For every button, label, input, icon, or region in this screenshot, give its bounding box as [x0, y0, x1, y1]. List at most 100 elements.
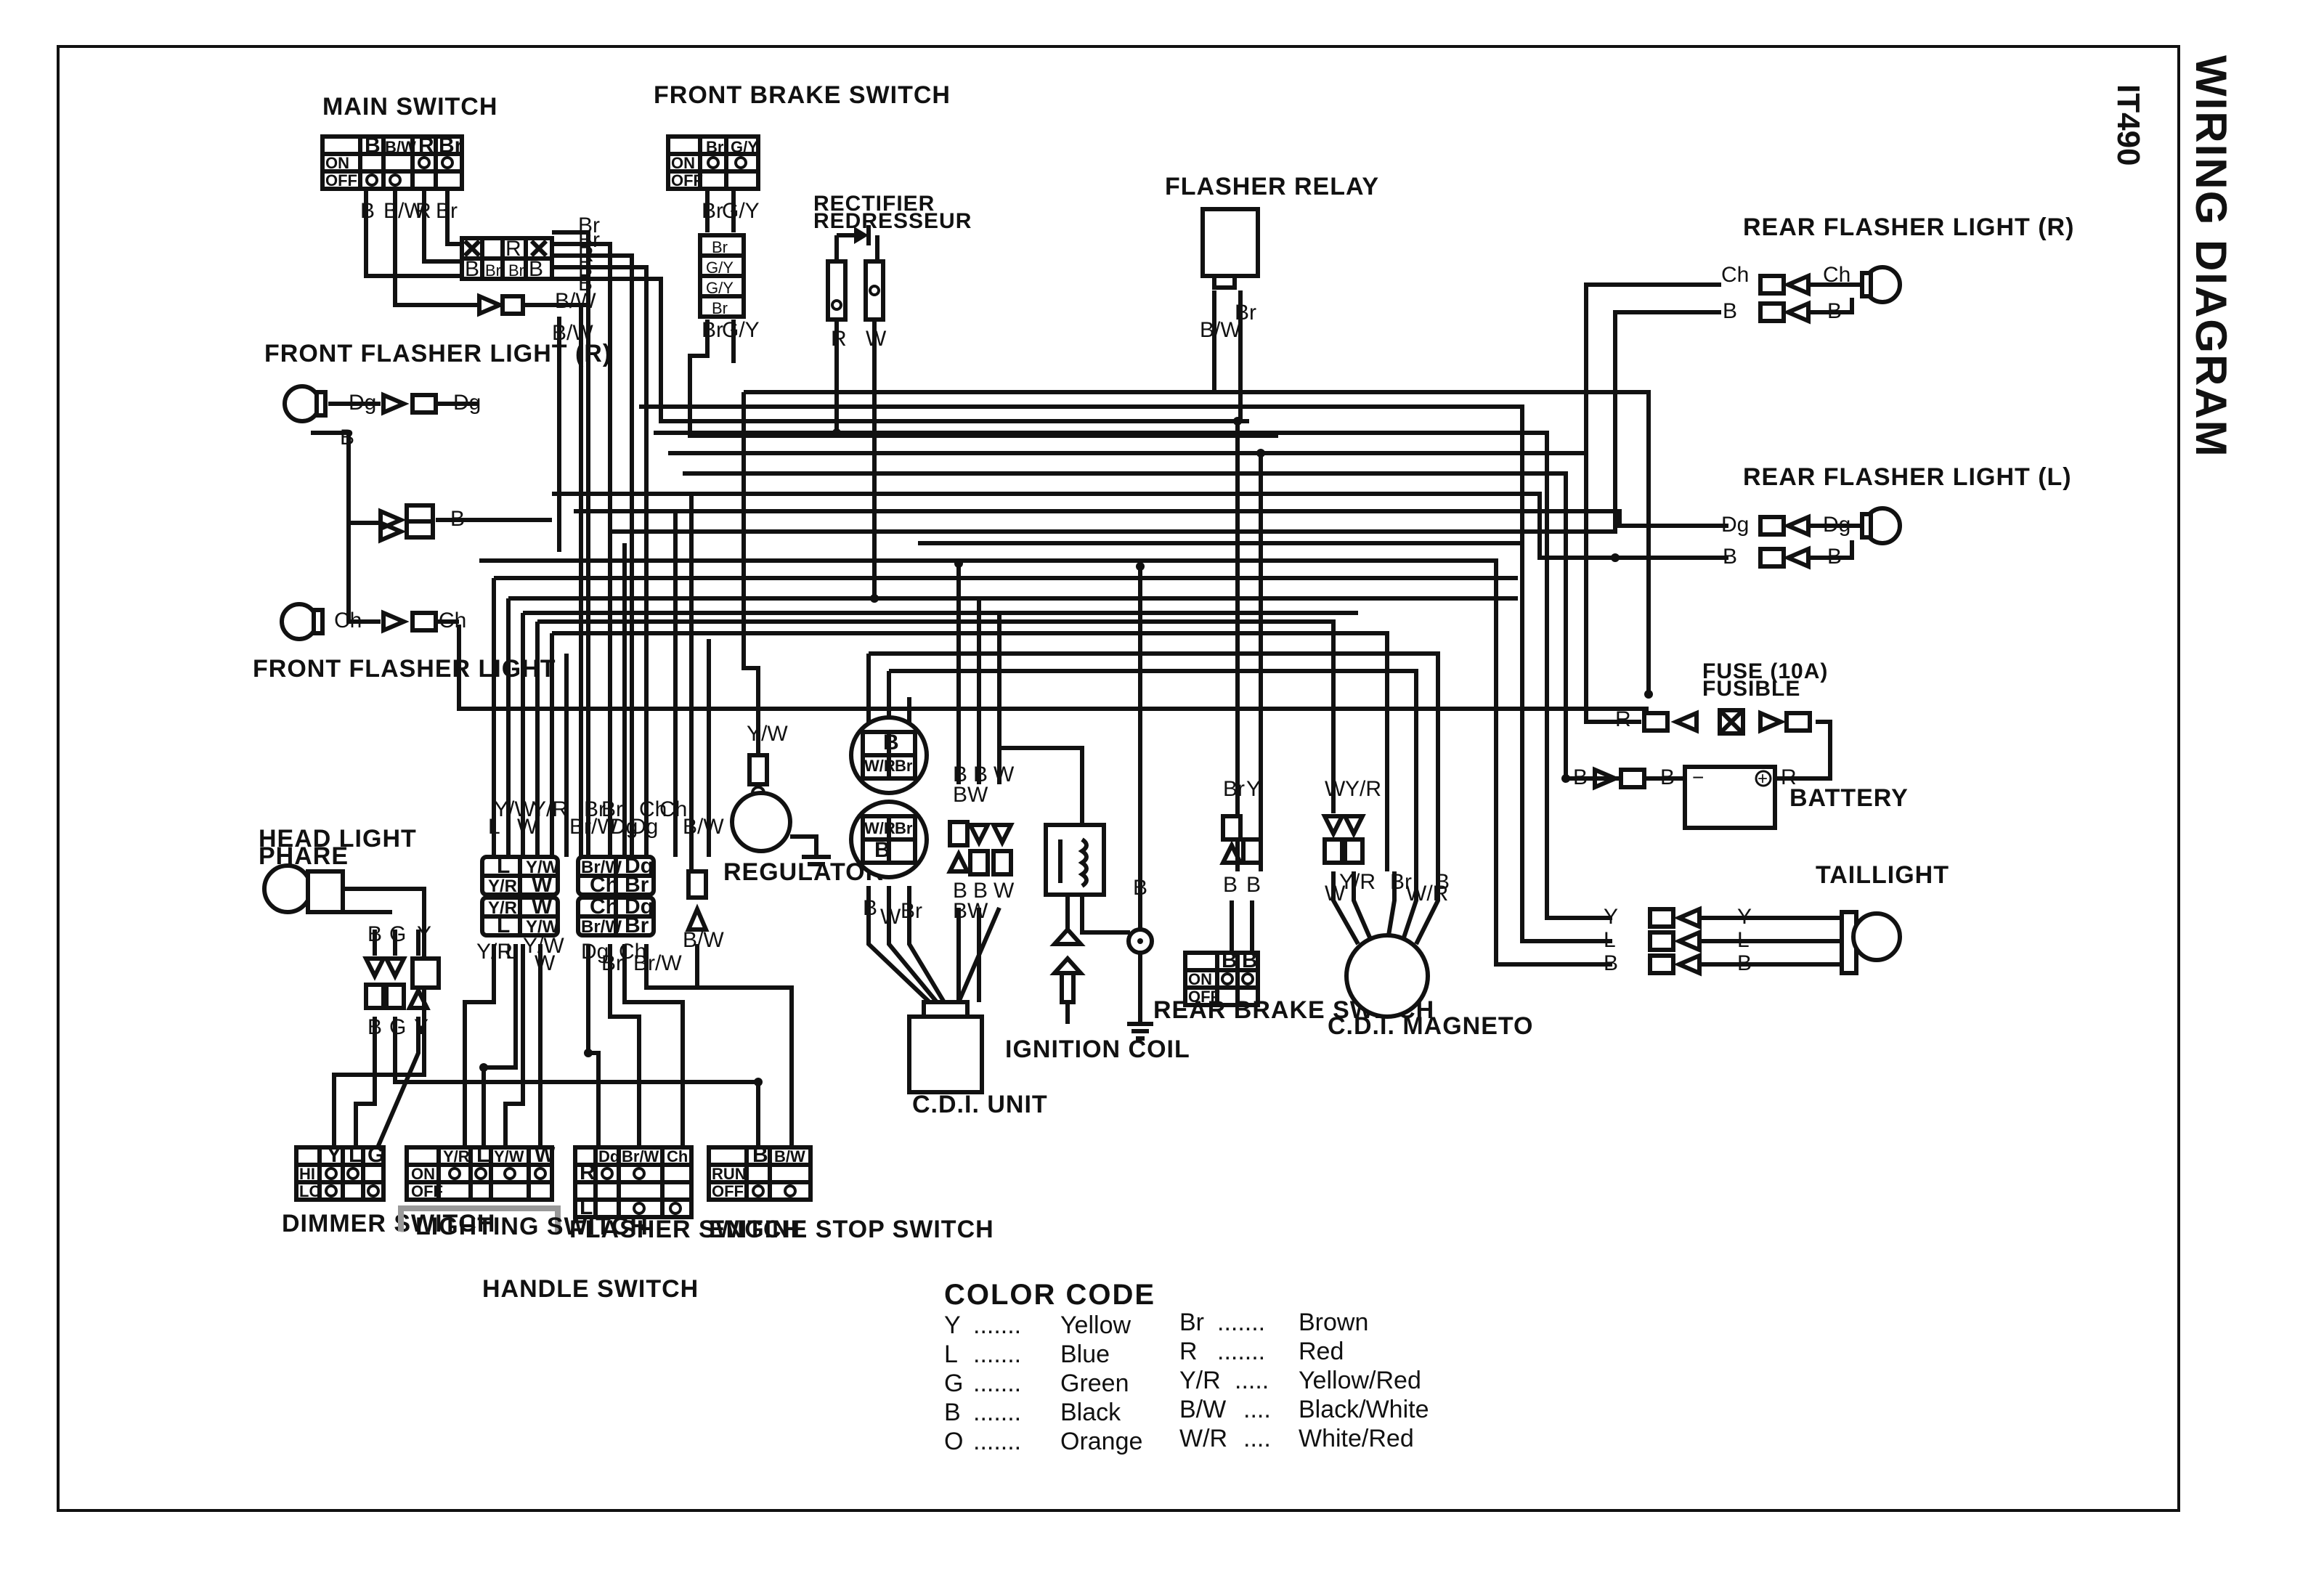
cdi-couplers: B W/R Br W/R B Br B W Br: [849, 715, 929, 929]
svg-text:W: W: [535, 951, 556, 975]
cdi-unit-label: C.D.I. UNIT: [912, 1091, 1048, 1118]
svg-text:B: B: [1660, 765, 1675, 789]
front-flasher-r-label: FRONT FLASHER LIGHT (R): [264, 340, 612, 367]
front-brake-header-gy: G/Y: [731, 138, 758, 156]
dimmer-row-hi: HI: [299, 1165, 315, 1183]
color-code-legend: COLOR CODE Y.......Yellow L.......Blue G…: [944, 1279, 1429, 1455]
flasher-connector: Br Br Ch Ch Br/W Dg Dg Br/W Dg Ch Br Ch …: [569, 797, 687, 975]
svg-text:B: B: [863, 896, 877, 920]
svg-text:Y/W: Y/W: [523, 934, 564, 958]
svg-text:W: W: [866, 327, 887, 351]
dimmer-header-l: L: [349, 1143, 362, 1167]
svg-text:Dg: Dg: [1721, 513, 1749, 537]
head-light-label-fr: PHARE: [259, 842, 349, 870]
cdi-coupler-cell: B: [883, 731, 899, 755]
svg-text:Dg: Dg: [630, 815, 658, 839]
dimmer-switch: Y L G HI LO DIMMER SWITCH: [282, 1143, 495, 1237]
fuse: FUSE (10A) FUSIBLE R: [1615, 659, 1827, 736]
svg-text:Dg: Dg: [1823, 513, 1850, 537]
lighting-connector-cell: Y/R: [488, 898, 517, 918]
svg-text:B: B: [1133, 876, 1147, 900]
svg-text:B: B: [973, 879, 988, 903]
svg-text:Br: Br: [601, 951, 623, 975]
battery: B B − + R BATTERY: [1573, 765, 1909, 830]
svg-text:W: W: [1325, 882, 1346, 906]
svg-text:L: L: [1737, 928, 1750, 952]
svg-text:B: B: [1827, 545, 1842, 569]
svg-text:G/Y: G/Y: [722, 199, 760, 223]
svg-text:B: B: [973, 762, 988, 786]
flasher-connector-cell: Br: [625, 873, 649, 897]
cdi-coupler-cell: W/R: [864, 757, 895, 775]
flasher-switch: Dg Br/W Ch R L FLASHER SWITCH: [569, 1145, 800, 1243]
wire-junctions: [479, 417, 1653, 1086]
cdi-side-connectors: B B W B W B B W B W: [946, 762, 1015, 923]
svg-text:R: R: [1781, 765, 1797, 789]
flasher-connector-cell: Dg: [625, 854, 654, 878]
engine-stop-switch-label: ENGINE STOP SWITCH: [709, 1216, 994, 1243]
flasher-connector-cell: Br/W: [581, 858, 622, 877]
coupler-cell: B: [465, 257, 479, 281]
svg-text:B: B: [1573, 765, 1588, 789]
color-code-entry: G.......Green: [944, 1370, 1129, 1397]
svg-text:B/W: B/W: [552, 321, 593, 345]
svg-text:Y: Y: [417, 922, 431, 946]
svg-text:L: L: [488, 815, 500, 839]
svg-text:B: B: [1223, 873, 1238, 897]
main-switch-label: MAIN SWITCH: [322, 93, 497, 121]
battery-label: BATTERY: [1789, 784, 1909, 812]
flasher-header-brw: Br/W: [622, 1147, 659, 1166]
lighting-header-w: W: [535, 1143, 556, 1167]
flasher-connector-cell: Ch: [590, 895, 619, 919]
main-switch-coupler: R B Br Br B: [460, 236, 554, 281]
svg-text:R: R: [415, 199, 431, 223]
svg-text:Y: Y: [1246, 777, 1261, 801]
svg-text:B/W: B/W: [555, 289, 596, 313]
engine-stop-connector: B/W B/W: [683, 815, 724, 952]
lighting-connector: Y/W Y/R L W L Y/W Y/R W Y/R W L Y/W Y/R …: [476, 797, 568, 975]
cdi-coupler-cell: Br: [895, 757, 913, 775]
svg-text:Br: Br: [1235, 301, 1256, 325]
svg-text:Ch: Ch: [334, 609, 362, 633]
engine-stop-row-off: OFF: [712, 1182, 744, 1200]
svg-text:Br/W: Br/W: [569, 815, 618, 839]
fuse-label-fr: FUSIBLE: [1702, 677, 1800, 701]
svg-text:B: B: [578, 257, 593, 281]
lighting-switch: Y/R L Y/W W ON OFF LIGHTING SWITCH: [398, 1143, 648, 1240]
svg-text:Br: Br: [702, 318, 723, 342]
svg-text:B/W: B/W: [383, 199, 425, 223]
svg-text:Ch: Ch: [1721, 263, 1749, 287]
svg-text:B: B: [367, 1015, 382, 1039]
front-brake-switch-label: FRONT BRAKE SWITCH: [654, 81, 951, 109]
svg-text:Br: Br: [702, 199, 723, 223]
main-switch-header-r: R: [418, 134, 434, 158]
color-code-entry: B.......Black: [944, 1399, 1121, 1426]
svg-text:W/R: W/R: [1406, 882, 1448, 906]
diagram-title: WIRING DIAGRAM: [2187, 55, 2235, 458]
svg-text:Br/W: Br/W: [633, 951, 682, 975]
dimmer-row-lo: LO: [299, 1182, 322, 1200]
color-code-entry: Br.......Brown: [1179, 1309, 1368, 1336]
main-switch-header-br: Br: [439, 134, 463, 158]
svg-text:Dg: Dg: [453, 391, 481, 415]
rear-flasher-light-r: REAR FLASHER LIGHT (R) Ch Ch B B: [1721, 213, 2074, 325]
svg-text:B: B: [450, 507, 465, 531]
front-flasher-light-l: Ch Ch FRONT FLASHER LIGHT: [253, 602, 556, 683]
svg-text:Br: Br: [578, 228, 600, 252]
svg-text:Y: Y: [1737, 905, 1752, 929]
main-switch-header-b: B: [365, 134, 381, 158]
svg-text:Ch: Ch: [639, 797, 667, 821]
svg-text:Y/W: Y/W: [494, 797, 535, 821]
cdi-magneto: W Y/R Y/R W Br W/R B C.D.I. MAGNETO: [1321, 777, 1533, 1040]
svg-text:B: B: [953, 899, 967, 923]
svg-text:L: L: [505, 940, 518, 964]
diode-connector: [477, 293, 525, 317]
svg-text:Br: Br: [901, 899, 922, 923]
lighting-header-l: L: [476, 1143, 489, 1167]
dimmer-header-y: Y: [327, 1143, 341, 1167]
svg-text:B: B: [953, 879, 967, 903]
lighting-connector-cell: Y/W: [526, 917, 559, 937]
rear-flasher-r-label: REAR FLASHER LIGHT (R): [1743, 213, 2074, 241]
svg-text:W: W: [994, 879, 1015, 903]
svg-text:Ch: Ch: [659, 797, 687, 821]
